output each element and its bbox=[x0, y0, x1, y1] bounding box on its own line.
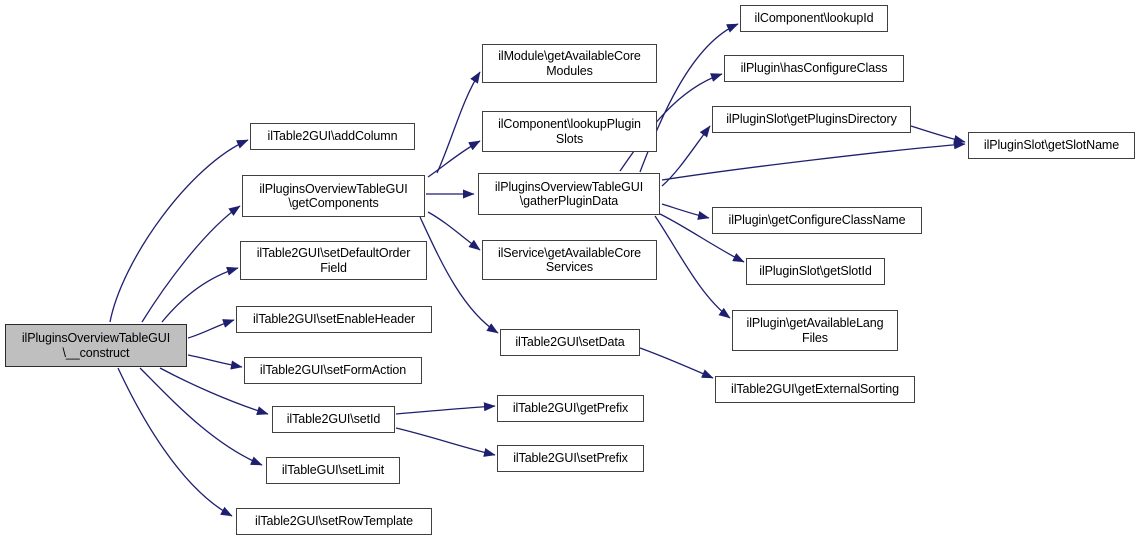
edge-construct-to-addColumn bbox=[109, 139, 249, 323]
edge-setData-to-getExternalSorting bbox=[639, 347, 714, 379]
graph-node-label: ilPlugin\getAvailableLang Files bbox=[746, 316, 884, 345]
edge-construct-to-getComponents bbox=[141, 205, 241, 323]
graph-node-label: ilTable2GUI\setId bbox=[286, 412, 381, 427]
graph-node-label: ilTableGUI\setLimit bbox=[281, 463, 385, 478]
graph-node-label: ilModule\getAvailableCore Modules bbox=[498, 49, 641, 78]
graph-node-label: ilComponent\lookupId bbox=[754, 11, 874, 26]
graph-node-getAvailCoreModules[interactable]: ilModule\getAvailableCore Modules bbox=[482, 44, 657, 83]
graph-node-label: ilTable2GUI\setData bbox=[515, 335, 625, 350]
edge-construct-to-setFormAction bbox=[187, 354, 243, 370]
graph-node-getSlotName[interactable]: ilPluginSlot\getSlotName bbox=[968, 132, 1135, 159]
graph-node-getAvailableLangFiles[interactable]: ilPlugin\getAvailableLang Files bbox=[732, 310, 898, 351]
graph-node-label: ilTable2GUI\setDefaultOrder Field bbox=[256, 246, 411, 275]
graph-node-getComponents[interactable]: ilPluginsOverviewTableGUI \getComponents bbox=[242, 175, 425, 217]
graph-node-setPrefix[interactable]: ilTable2GUI\setPrefix bbox=[497, 445, 644, 472]
graph-node-label: ilTable2GUI\setPrefix bbox=[513, 451, 628, 466]
graph-node-label: ilPluginSlot\getSlotName bbox=[983, 138, 1120, 153]
graph-node-label: ilPluginsOverviewTableGUI \getComponents bbox=[259, 181, 408, 211]
edge-construct-to-setDefaultOrderField bbox=[161, 266, 239, 323]
edge-setId-to-setPrefix bbox=[395, 427, 496, 457]
graph-node-getSlotId[interactable]: ilPluginSlot\getSlotId bbox=[746, 258, 885, 285]
edge-construct-to-setEnableHeader bbox=[187, 319, 235, 339]
graph-node-label: ilPluginSlot\getSlotId bbox=[759, 264, 872, 279]
edge-getComponents-to-getAvailCoreModules bbox=[436, 71, 481, 174]
graph-node-label: ilService\getAvailableCore Services bbox=[497, 245, 642, 275]
graph-node-gatherPluginData[interactable]: ilPluginsOverviewTableGUI \gatherPluginD… bbox=[478, 173, 660, 215]
graph-node-getAvailCoreServices[interactable]: ilService\getAvailableCore Services bbox=[482, 240, 657, 280]
graph-node-label: ilTable2GUI\addColumn bbox=[267, 129, 398, 144]
edge-gatherPluginData-to-getPluginsDirectory bbox=[661, 125, 711, 187]
edge-getComponents-to-lookupPluginSlots bbox=[427, 140, 481, 178]
graph-node-label: ilPlugin\getConfigureClassName bbox=[728, 213, 906, 228]
graph-node-getConfigureClassName[interactable]: ilPlugin\getConfigureClassName bbox=[712, 207, 922, 234]
edge-getComponents-to-getAvailCoreServices bbox=[427, 211, 481, 251]
edge-setId-to-getPrefix bbox=[395, 402, 496, 415]
graph-node-lookupId[interactable]: ilComponent\lookupId bbox=[740, 5, 888, 32]
graph-node-label: ilPlugin\hasConfigureClass bbox=[740, 61, 888, 76]
graph-node-label: ilTable2GUI\getPrefix bbox=[512, 401, 629, 416]
graph-node-setFormAction[interactable]: ilTable2GUI\setFormAction bbox=[244, 357, 422, 384]
graph-node-getPluginsDirectory[interactable]: ilPluginSlot\getPluginsDirectory bbox=[712, 106, 911, 133]
graph-node-addColumn[interactable]: ilTable2GUI\addColumn bbox=[250, 123, 415, 150]
graph-node-label: ilPluginSlot\getPluginsDirectory bbox=[726, 112, 897, 127]
graph-node-getExternalSorting[interactable]: ilTable2GUI\getExternalSorting bbox=[715, 376, 915, 403]
edge-gatherPluginData-to-getSlotName bbox=[661, 140, 966, 181]
graph-node-label: ilTable2GUI\setFormAction bbox=[259, 363, 407, 378]
graph-node-label: ilTable2GUI\setEnableHeader bbox=[253, 312, 415, 327]
graph-node-getPrefix[interactable]: ilTable2GUI\getPrefix bbox=[497, 395, 644, 422]
graph-node-hasConfigureClass[interactable]: ilPlugin\hasConfigureClass bbox=[724, 55, 904, 82]
graph-node-label: ilComponent\lookupPlugin Slots bbox=[498, 117, 641, 146]
graph-node-label: ilTable2GUI\getExternalSorting bbox=[731, 382, 899, 397]
edge-construct-to-setRowTemplate bbox=[117, 367, 233, 517]
graph-node-label: ilTable2GUI\setRowTemplate bbox=[255, 514, 413, 529]
graph-node-setDefaultOrderField[interactable]: ilTable2GUI\setDefaultOrder Field bbox=[240, 241, 427, 280]
graph-node-label: ilPluginsOverviewTableGUI \gatherPluginD… bbox=[494, 179, 644, 209]
graph-node-setEnableHeader[interactable]: ilTable2GUI\setEnableHeader bbox=[236, 306, 432, 333]
graph-node-lookupPluginSlots[interactable]: ilComponent\lookupPlugin Slots bbox=[482, 111, 657, 152]
graph-node-setLimit[interactable]: ilTableGUI\setLimit bbox=[266, 457, 400, 484]
graph-node-setData[interactable]: ilTable2GUI\setData bbox=[500, 329, 640, 356]
edge-getPluginsDirectory-to-getSlotName bbox=[910, 125, 966, 144]
graph-node-setId[interactable]: ilTable2GUI\setId bbox=[272, 406, 395, 433]
edge-gatherPluginData-to-getConfigureClassName bbox=[661, 203, 710, 220]
graph-node-label: ilPluginsOverviewTableGUI \__construct bbox=[21, 331, 171, 360]
graph-node-setRowTemplate[interactable]: ilTable2GUI\setRowTemplate bbox=[236, 508, 432, 535]
graph-node-construct[interactable]: ilPluginsOverviewTableGUI \__construct bbox=[5, 324, 187, 367]
